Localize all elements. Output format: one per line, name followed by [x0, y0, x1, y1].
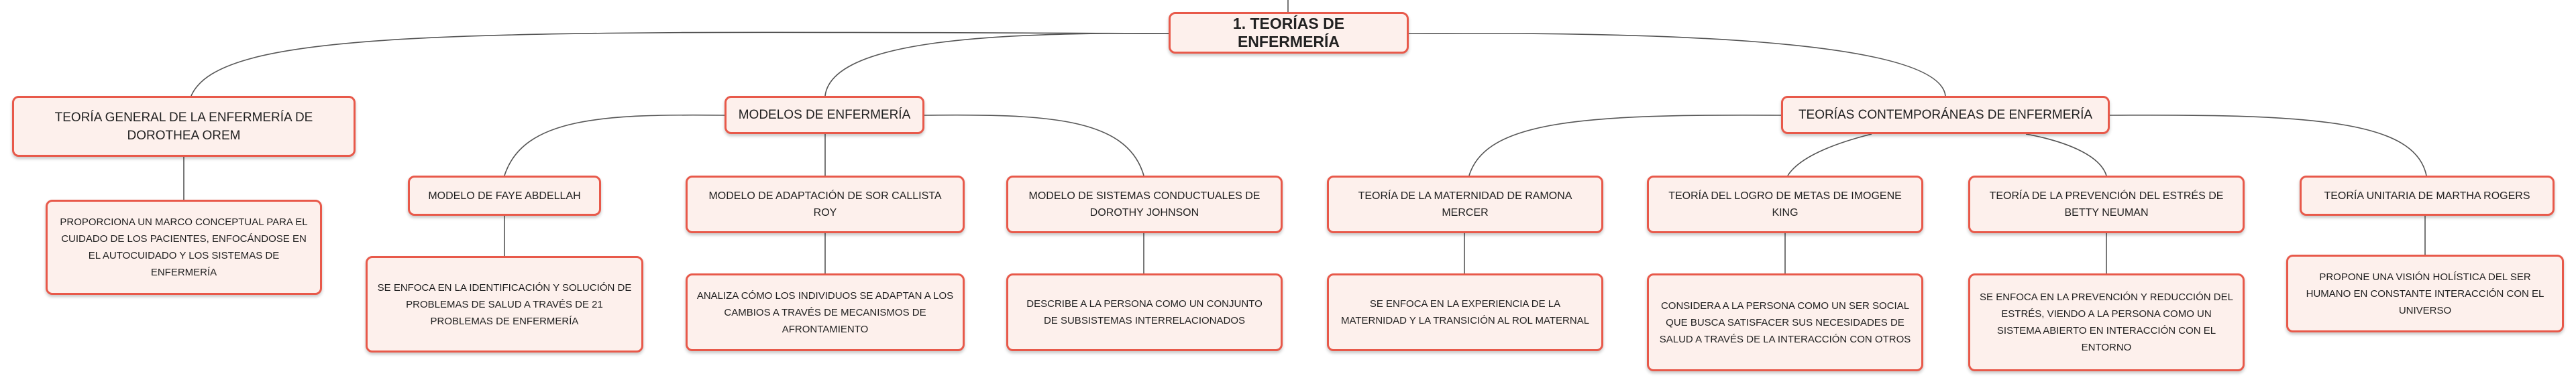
- node-contemporaneas[interactable]: TEORÍAS CONTEMPORÁNEAS DE ENFERMERÍA: [1781, 96, 2110, 134]
- node-modelos[interactable]: MODELOS DE ENFERMERÍA: [724, 96, 924, 134]
- mercer-label: TEORÍA DE LA MATERNIDAD DE RAMONA MERCER: [1358, 190, 1572, 218]
- king-label: TEORÍA DEL LOGRO DE METAS DE IMOGENE KIN…: [1668, 190, 1902, 218]
- modelos-label: MODELOS DE ENFERMERÍA: [738, 108, 911, 122]
- neuman-desc-text: SE ENFOCA EN LA PREVENCIÓN Y REDUCCIÓN D…: [1980, 292, 2233, 353]
- abdellah-desc-text: SE ENFOCA EN LA IDENTIFICACIÓN Y SOLUCIÓ…: [377, 281, 632, 327]
- node-king-desc[interactable]: CONSIDERA A LA PERSONA COMO UN SER SOCIA…: [1647, 273, 1923, 371]
- roy-desc-text: ANALIZA CÓMO LOS INDIVIDUOS SE ADAPTAN A…: [696, 290, 954, 335]
- connector-root-modelos: [824, 33, 1169, 97]
- node-rogers-desc[interactable]: PROPONE UNA VISIÓN HOLÍSTICA DEL SER HUM…: [2286, 255, 2564, 332]
- node-orem-desc[interactable]: PROPORCIONA UN MARCO CONCEPTUAL PARA EL …: [46, 200, 322, 295]
- mercer-desc-text: SE ENFOCA EN LA EXPERIENCIA DE LA MATERN…: [1340, 298, 1590, 326]
- node-neuman-desc[interactable]: SE ENFOCA EN LA PREVENCIÓN Y REDUCCIÓN D…: [1968, 273, 2245, 371]
- node-king[interactable]: TEORÍA DEL LOGRO DE METAS DE IMOGENE KIN…: [1647, 176, 1923, 233]
- root-node[interactable]: 1. TEORÍAS DE ENFERMERÍA: [1169, 12, 1409, 54]
- node-mercer-desc[interactable]: SE ENFOCA EN LA EXPERIENCIA DE LA MATERN…: [1327, 273, 1603, 351]
- connector-contemporaneas-mercer: [1468, 114, 1782, 176]
- roy-label: MODELO DE ADAPTACIÓN DE SOR CALLISTA ROY: [708, 190, 942, 218]
- connector-contemporaneas-king: [1787, 133, 1872, 176]
- neuman-label: TEORÍA DE LA PREVENCIÓN DEL ESTRÉS DE BE…: [1989, 190, 2224, 218]
- node-roy[interactable]: MODELO DE ADAPTACIÓN DE SOR CALLISTA ROY: [686, 176, 965, 233]
- node-neuman[interactable]: TEORÍA DE LA PREVENCIÓN DEL ESTRÉS DE BE…: [1968, 176, 2245, 233]
- contemporaneas-label: TEORÍAS CONTEMPORÁNEAS DE ENFERMERÍA: [1798, 108, 2093, 122]
- johnson-label: MODELO DE SISTEMAS CONDUCTUALES DE DOROT…: [1028, 190, 1260, 218]
- connector-modelos-abdellah: [504, 114, 725, 176]
- node-abdellah-desc[interactable]: SE ENFOCA EN LA IDENTIFICACIÓN Y SOLUCIÓ…: [366, 256, 643, 353]
- connector-root-orem: [191, 31, 1169, 97]
- johnson-desc-text: DESCRIBE A LA PERSONA COMO UN CONJUNTO D…: [1026, 298, 1263, 326]
- connector-root-contemporaneas: [1408, 32, 1946, 97]
- node-abdellah[interactable]: MODELO DE FAYE ABDELLAH: [408, 176, 601, 216]
- connector-contemporaneas-rogers: [2109, 114, 2427, 176]
- king-desc-text: CONSIDERA A LA PERSONA COMO UN SER SOCIA…: [1659, 300, 1911, 345]
- abdellah-label: MODELO DE FAYE ABDELLAH: [428, 190, 581, 202]
- orem-desc-text: PROPORCIONA UN MARCO CONCEPTUAL PARA EL …: [60, 216, 308, 278]
- orem-label: TEORÍA GENERAL DE LA ENFERMERÍA DE DOROT…: [54, 110, 313, 143]
- node-johnson-desc[interactable]: DESCRIBE A LA PERSONA COMO UN CONJUNTO D…: [1006, 273, 1283, 351]
- rogers-label: TEORÍA UNITARIA DE MARTHA ROGERS: [2324, 190, 2530, 202]
- rogers-desc-text: PROPONE UNA VISIÓN HOLÍSTICA DEL SER HUM…: [2306, 271, 2544, 316]
- connector-modelos-johnson: [924, 114, 1144, 176]
- node-orem[interactable]: TEORÍA GENERAL DE LA ENFERMERÍA DE DOROT…: [12, 96, 356, 157]
- node-mercer[interactable]: TEORÍA DE LA MATERNIDAD DE RAMONA MERCER: [1327, 176, 1603, 233]
- node-rogers[interactable]: TEORÍA UNITARIA DE MARTHA ROGERS: [2300, 176, 2555, 216]
- node-johnson[interactable]: MODELO DE SISTEMAS CONDUCTUALES DE DOROT…: [1006, 176, 1283, 233]
- connector-contemporaneas-neuman: [2025, 133, 2107, 176]
- root-label: 1. TEORÍAS DE ENFERMERÍA: [1232, 15, 1345, 50]
- node-roy-desc[interactable]: ANALIZA CÓMO LOS INDIVIDUOS SE ADAPTAN A…: [686, 273, 965, 351]
